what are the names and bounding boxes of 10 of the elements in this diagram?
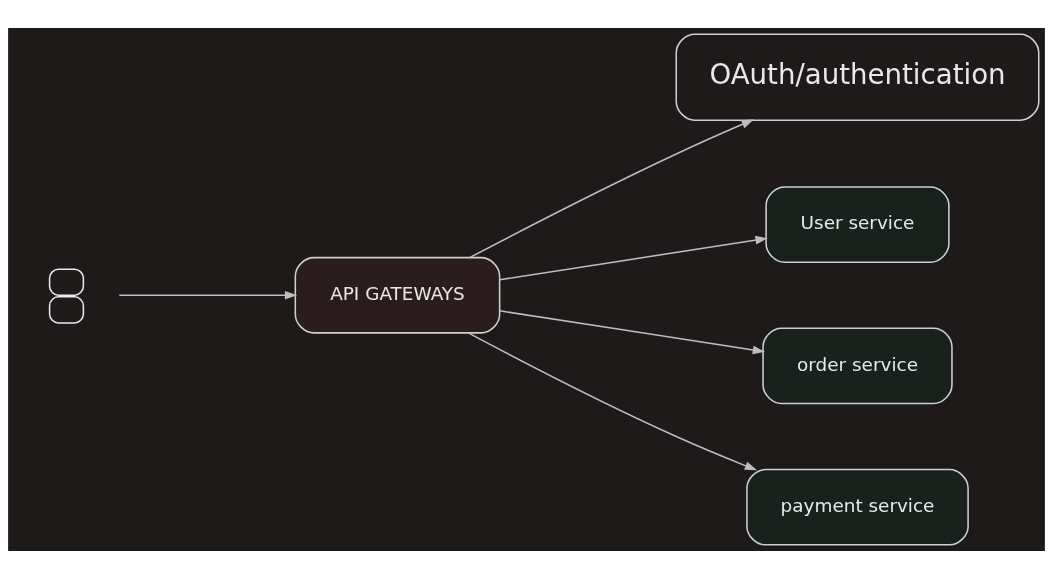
node-box: payment service bbox=[746, 468, 969, 546]
node-box: OAuth/authentication bbox=[675, 33, 1040, 121]
arrow bbox=[468, 119, 754, 259]
node-box: API GATEWAYS bbox=[294, 256, 501, 334]
arrow bbox=[499, 235, 768, 281]
node-box: order service bbox=[762, 327, 953, 405]
node-box: User service bbox=[765, 186, 950, 263]
arrow bbox=[499, 310, 766, 355]
arrow bbox=[468, 332, 758, 471]
arrow bbox=[118, 290, 298, 300]
